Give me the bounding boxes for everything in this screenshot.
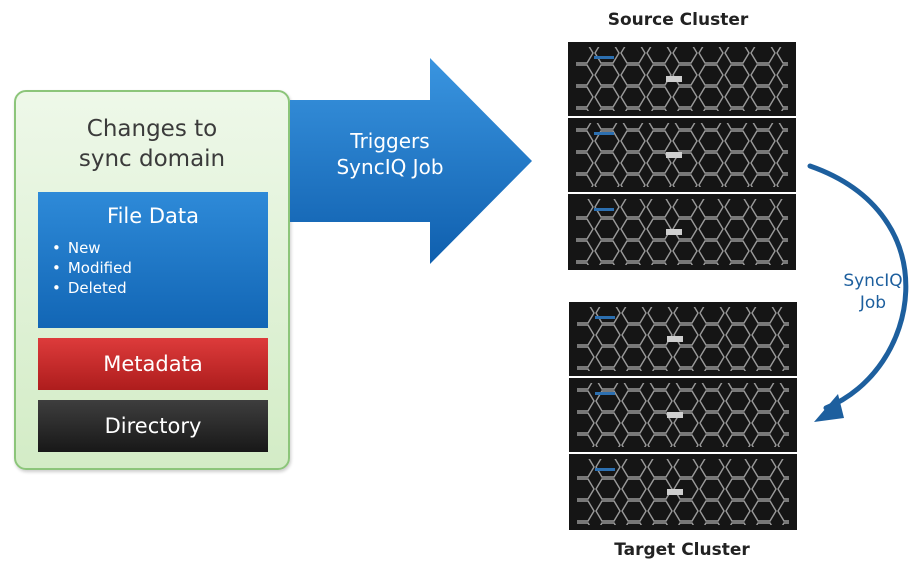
directory-box: Directory xyxy=(38,400,268,452)
list-item: Deleted xyxy=(52,278,132,298)
curved-arrow-icon xyxy=(807,163,909,422)
target-cluster-rack xyxy=(569,302,797,530)
server-chassis xyxy=(569,378,797,452)
file-data-box: File Data New Modified Deleted xyxy=(38,192,268,328)
server-chassis xyxy=(569,454,797,530)
panel-title: Changes to sync domain xyxy=(16,114,288,174)
trigger-arrow-icon xyxy=(290,58,532,264)
server-chassis xyxy=(569,302,797,376)
target-cluster-title: Target Cluster xyxy=(614,540,750,560)
source-cluster-title: Source Cluster xyxy=(607,10,749,30)
metadata-box: Metadata xyxy=(38,338,268,390)
trigger-arrow-label: Triggers SyncIQ Job xyxy=(290,128,490,180)
panel-title-line1: Changes to xyxy=(86,116,218,142)
server-chassis xyxy=(568,194,796,270)
list-item: New xyxy=(52,238,132,258)
sync-job-line2: Job xyxy=(859,293,887,313)
server-chassis xyxy=(568,42,796,116)
list-item: Modified xyxy=(52,258,132,278)
server-chassis xyxy=(568,118,796,192)
sync-job-label: SyncIQ Job xyxy=(838,270,908,314)
panel-title-line2: sync domain xyxy=(78,146,226,172)
sync-job-line1: SyncIQ xyxy=(843,271,903,291)
changes-panel: Changes to sync domain File Data New Mod… xyxy=(14,90,290,470)
trigger-arrow-line2: SyncIQ Job xyxy=(336,155,444,179)
file-data-title: File Data xyxy=(107,204,199,228)
source-cluster-rack xyxy=(568,42,796,270)
file-data-list: New Modified Deleted xyxy=(52,238,132,298)
trigger-arrow-line1: Triggers xyxy=(350,129,430,153)
